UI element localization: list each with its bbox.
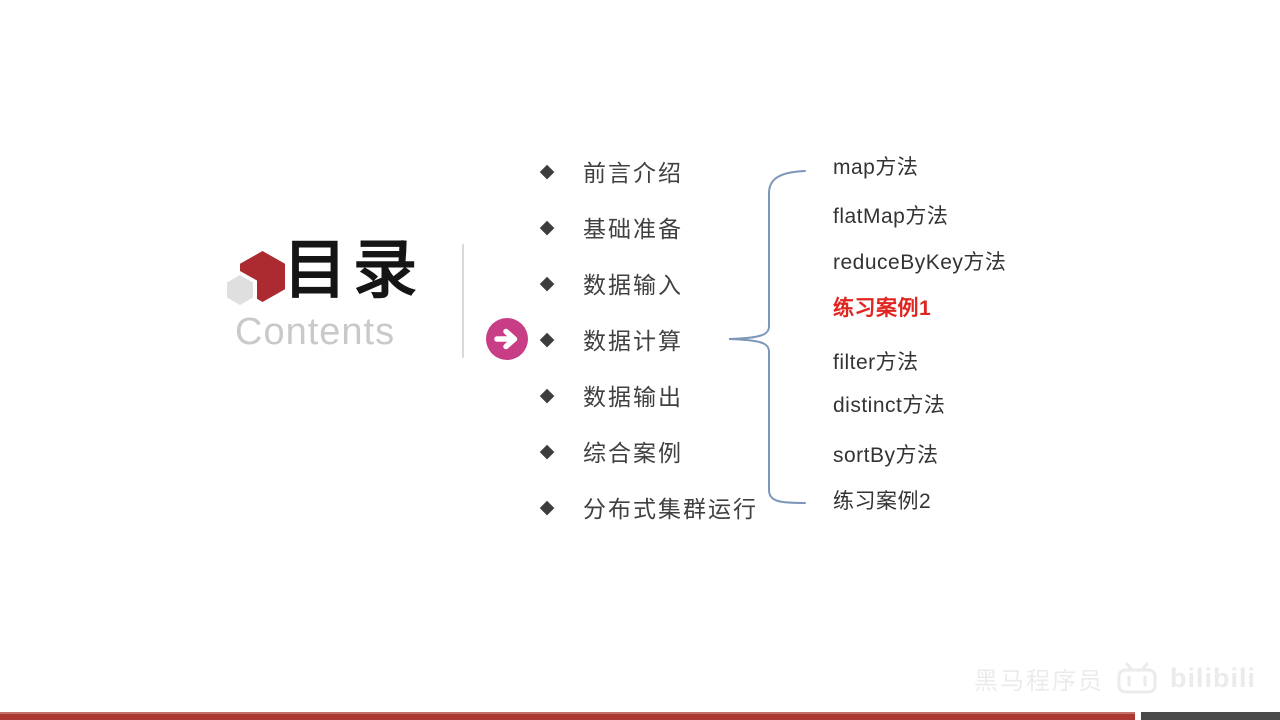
submenu-item-filter: filter方法 bbox=[833, 351, 919, 374]
submenu-item-distinct: distinct方法 bbox=[833, 394, 946, 417]
active-item-arrow-icon bbox=[486, 318, 528, 360]
diamond-bullet-icon: ◆ bbox=[539, 440, 555, 462]
toc-item-label: 前言介绍 bbox=[583, 161, 683, 186]
diamond-bullet-icon: ◆ bbox=[539, 328, 555, 350]
toc-item-label: 综合案例 bbox=[583, 441, 683, 466]
toc-item-data-input: ◆ 数据输入 bbox=[486, 255, 776, 311]
watermark-brand-text: bilibili bbox=[1170, 662, 1256, 693]
vertical-divider bbox=[462, 244, 464, 358]
toc-item-basics: ◆ 基础准备 bbox=[486, 199, 776, 255]
toc-item-distributed: ◆ 分布式集群运行 bbox=[486, 479, 776, 535]
toc-item-label: 数据输出 bbox=[583, 385, 683, 410]
bilibili-tv-icon bbox=[1117, 662, 1157, 694]
submenu-item-sortby: sortBy方法 bbox=[833, 444, 939, 467]
toc-item-case-study: ◆ 综合案例 bbox=[486, 423, 776, 479]
diamond-bullet-icon: ◆ bbox=[539, 496, 555, 518]
toc-item-data-output: ◆ 数据输出 bbox=[486, 367, 776, 423]
brace-connector bbox=[728, 170, 806, 504]
toc-item-label: 数据输入 bbox=[583, 273, 683, 298]
diamond-bullet-icon: ◆ bbox=[539, 216, 555, 238]
submenu-item-exercise1: 练习案例1 bbox=[833, 297, 932, 320]
page-title: 目录 bbox=[283, 235, 423, 306]
diamond-bullet-icon: ◆ bbox=[539, 160, 555, 182]
toc-menu: ◆ 前言介绍 ◆ 基础准备 ◆ 数据输入 ◆ 数据计算 ◆ 数据输出 ◆ 综合案… bbox=[486, 143, 776, 535]
footer-accent-bar-red bbox=[0, 712, 1135, 720]
toc-item-label: 分布式集群运行 bbox=[583, 497, 758, 522]
diamond-bullet-icon: ◆ bbox=[539, 272, 555, 294]
submenu-item-exercise2: 练习案例2 bbox=[833, 490, 932, 513]
page-subtitle: Contents bbox=[235, 311, 396, 353]
submenu-item-reducebykey: reduceByKey方法 bbox=[833, 251, 1007, 274]
footer-accent-bar-gray bbox=[1141, 712, 1280, 720]
submenu-item-map: map方法 bbox=[833, 156, 919, 179]
toc-item-intro: ◆ 前言介绍 bbox=[486, 143, 776, 199]
bilibili-watermark: 黑马程序员 bilibili bbox=[974, 654, 1256, 702]
toc-item-data-compute: ◆ 数据计算 bbox=[486, 311, 776, 367]
toc-item-label: 基础准备 bbox=[583, 217, 683, 242]
watermark-uploader-text: 黑马程序员 bbox=[974, 667, 1104, 695]
diamond-bullet-icon: ◆ bbox=[539, 384, 555, 406]
submenu-item-flatmap: flatMap方法 bbox=[833, 205, 949, 228]
toc-item-label: 数据计算 bbox=[583, 329, 683, 354]
